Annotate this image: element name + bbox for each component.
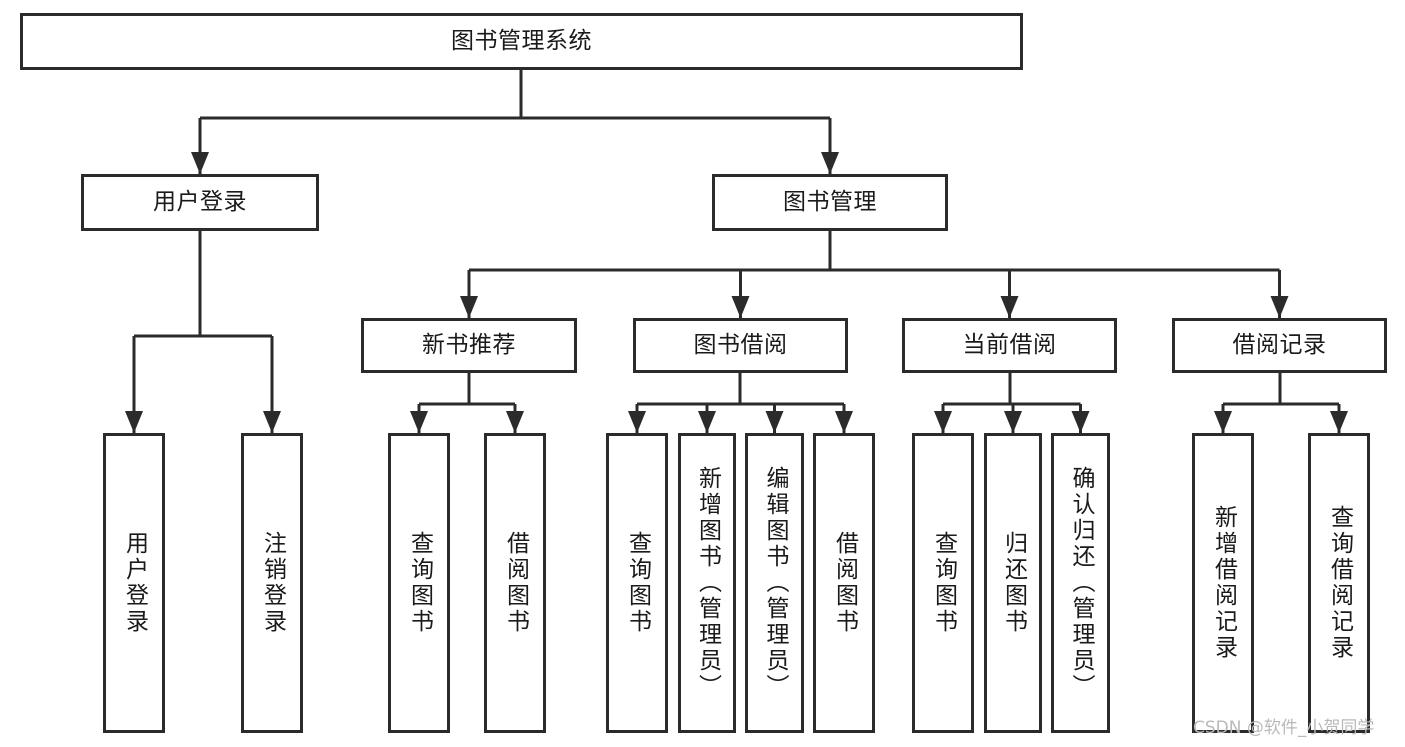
node-l1[interactable]: 用户登录 bbox=[103, 433, 165, 733]
arrow-head-icon bbox=[1330, 411, 1348, 433]
node-n2[interactable]: 借阅图书 bbox=[484, 433, 546, 733]
arrow-head-icon bbox=[628, 411, 646, 433]
node-records[interactable]: 借阅记录 bbox=[1172, 318, 1387, 373]
node-c3[interactable]: 确认归还（管理员） bbox=[1051, 433, 1110, 733]
node-r2[interactable]: 查询借阅记录 bbox=[1308, 433, 1370, 733]
node-label: 新增图书（管理员） bbox=[694, 466, 721, 700]
arrow-head-icon bbox=[191, 152, 209, 174]
node-label: 当前借阅 bbox=[962, 332, 1057, 359]
node-label: 图书借阅 bbox=[693, 332, 788, 359]
node-label: 图书管理系统 bbox=[451, 28, 592, 55]
node-c1[interactable]: 查询图书 bbox=[912, 433, 974, 733]
node-label: 新增借阅记录 bbox=[1210, 505, 1237, 661]
node-label: 借阅图书 bbox=[502, 531, 529, 635]
arrow-head-icon bbox=[460, 296, 478, 318]
node-label: 注销登录 bbox=[259, 531, 286, 635]
node-label: 新书推荐 bbox=[422, 332, 516, 359]
node-label: 图书管理 bbox=[783, 189, 877, 216]
arrow-head-icon bbox=[821, 152, 839, 174]
node-r1[interactable]: 新增借阅记录 bbox=[1192, 433, 1254, 733]
node-label: 归还图书 bbox=[1000, 531, 1027, 635]
node-label: 借阅记录 bbox=[1232, 332, 1327, 359]
node-b3[interactable]: 编辑图书（管理员） bbox=[745, 433, 804, 733]
arrow-head-icon bbox=[1270, 296, 1289, 318]
node-b4[interactable]: 借阅图书 bbox=[813, 433, 875, 733]
arrow-head-icon bbox=[1071, 411, 1090, 433]
node-label: 确认归还（管理员） bbox=[1068, 466, 1094, 700]
arrow-head-icon bbox=[506, 411, 524, 433]
arrow-head-icon bbox=[1214, 411, 1232, 433]
node-newrec[interactable]: 新书推荐 bbox=[361, 318, 577, 373]
arrow-head-icon bbox=[934, 411, 952, 433]
node-label: 借阅图书 bbox=[831, 531, 858, 635]
arrow-head-icon bbox=[1004, 411, 1022, 433]
arrow-head-icon bbox=[263, 411, 281, 433]
node-c2[interactable]: 归还图书 bbox=[984, 433, 1042, 733]
node-label: 用户登录 bbox=[153, 189, 247, 216]
arrow-head-icon bbox=[698, 411, 716, 433]
node-label: 查询借阅记录 bbox=[1326, 505, 1353, 661]
node-bookmgmt[interactable]: 图书管理 bbox=[712, 174, 948, 231]
node-label: 用户登录 bbox=[121, 531, 148, 635]
node-login[interactable]: 用户登录 bbox=[81, 174, 319, 231]
arrow-head-icon bbox=[125, 411, 143, 433]
node-b2[interactable]: 新增图书（管理员） bbox=[678, 433, 736, 733]
node-label: 查询图书 bbox=[406, 531, 433, 635]
arrow-head-icon bbox=[731, 296, 750, 318]
node-label: 查询图书 bbox=[930, 531, 957, 635]
node-n1[interactable]: 查询图书 bbox=[388, 433, 450, 733]
arrow-head-icon bbox=[835, 411, 853, 433]
node-b1[interactable]: 查询图书 bbox=[606, 433, 668, 733]
node-borrow[interactable]: 图书借阅 bbox=[633, 318, 848, 373]
arrow-head-icon bbox=[765, 411, 784, 433]
node-root[interactable]: 图书管理系统 bbox=[20, 13, 1023, 70]
arrow-head-icon bbox=[410, 411, 428, 433]
node-l2[interactable]: 注销登录 bbox=[241, 433, 303, 733]
node-label: 编辑图书（管理员） bbox=[762, 466, 788, 700]
node-label: 查询图书 bbox=[624, 531, 651, 635]
arrow-head-icon bbox=[1000, 296, 1019, 318]
node-current[interactable]: 当前借阅 bbox=[902, 318, 1117, 373]
